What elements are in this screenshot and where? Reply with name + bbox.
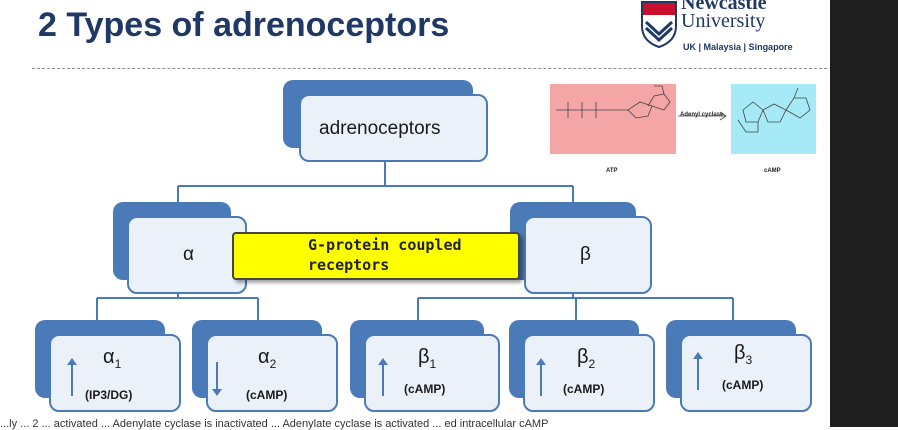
root-label: adrenoceptors (319, 118, 441, 139)
logo-name-line1: Newcastle (681, 0, 767, 14)
alpha-label: α (183, 244, 194, 265)
subtype-messenger: (cAMP) (722, 378, 764, 392)
camp-label: cAMP (764, 168, 781, 174)
subtype-symbol: β3 (734, 342, 753, 367)
subtype-beta3: β3 (cAMP) (666, 320, 812, 412)
header-divider (32, 68, 827, 69)
beta-node: β (510, 202, 652, 294)
atp-camp-diagram: Adenyl cyclase ATP cAMP (548, 80, 818, 178)
g-protein-callout: G-protein coupled receptors (232, 232, 520, 280)
subtype-symbol: α2 (258, 346, 277, 371)
caption-text: ...ly ... 2 ... activated ... Adenylate … (0, 418, 549, 430)
subtype-symbol: β1 (418, 346, 437, 371)
subtype-beta2: β2 (cAMP) (509, 320, 655, 412)
subtype-messenger: (IP3/DG) (85, 388, 133, 402)
tree-connectors (96, 160, 734, 320)
slide-title: 2 Types of adrenoceptors (38, 6, 450, 44)
increase-arrow-icon (536, 358, 546, 396)
subtype-messenger: (cAMP) (563, 382, 605, 396)
root-node: adrenoceptors (283, 80, 488, 162)
subtype-messenger: (cAMP) (404, 382, 446, 396)
shield-icon (641, 1, 677, 48)
logo-subtitle: UK | Malaysia | Singapore (683, 42, 793, 52)
subtype-alpha2: α2 (cAMP) (192, 320, 338, 412)
subtype-symbol: α1 (103, 346, 122, 371)
university-logo: Newcastle University UK | Malaysia | Sin… (636, 0, 826, 60)
decrease-arrow-icon (212, 362, 222, 396)
logo-name-line2: University (681, 10, 766, 32)
increase-arrow-icon (693, 352, 703, 390)
atp-label: ATP (606, 168, 618, 174)
subtype-alpha1: α1 (IP3/DG) (35, 320, 181, 412)
enzyme-label: Adenyl cyclase (680, 112, 724, 118)
g-protein-line2: receptors (308, 256, 390, 274)
atp-camp-structures (550, 84, 816, 154)
subtype-beta1: β1 (cAMP) (350, 320, 500, 412)
subtype-messenger: (cAMP) (246, 388, 288, 402)
increase-arrow-icon (378, 358, 388, 396)
side-panel (830, 0, 898, 427)
subtype-symbol: β2 (577, 346, 596, 371)
beta-label: β (580, 244, 591, 265)
alpha-node: α (113, 202, 247, 294)
increase-arrow-icon (67, 358, 77, 396)
g-protein-line1: G-protein coupled (308, 236, 462, 254)
